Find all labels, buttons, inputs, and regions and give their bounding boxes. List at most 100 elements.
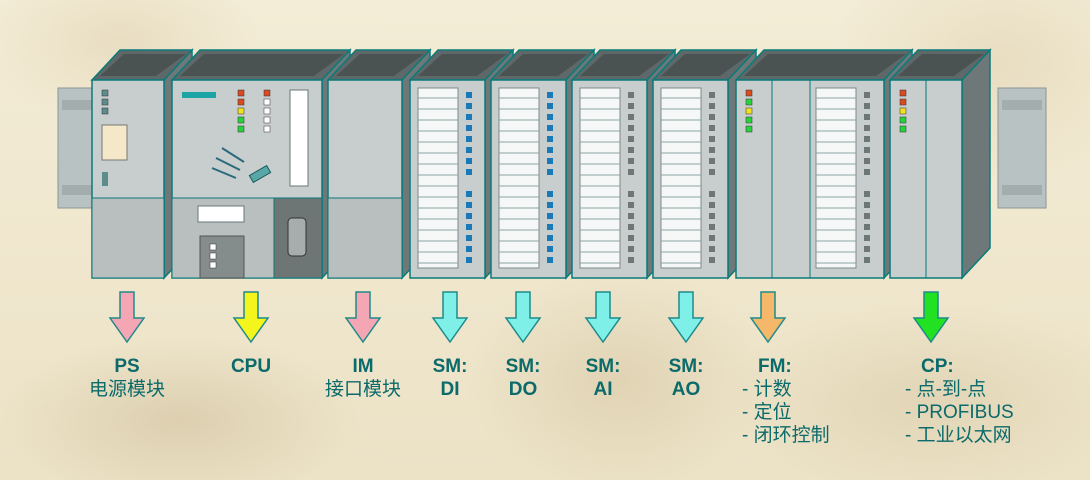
channel-led (709, 246, 715, 252)
channel-led (547, 136, 553, 142)
module-top-slot (898, 54, 984, 76)
status-led (899, 107, 907, 115)
channel-led (466, 158, 472, 164)
channel-led (709, 114, 715, 120)
channel-led (709, 235, 715, 241)
channel-led (547, 202, 553, 208)
label-strip (815, 87, 857, 269)
channel-led (628, 125, 634, 131)
channel-led (547, 169, 553, 175)
status-led (263, 98, 271, 106)
label-title: SM: (585, 356, 621, 377)
label-title: FM: (758, 356, 792, 377)
channel-led (547, 235, 553, 241)
channel-led (864, 125, 870, 131)
label-line: 接口模块 (324, 379, 401, 400)
rail-right-groove (1002, 100, 1042, 110)
label-title: SM: (432, 356, 468, 377)
label-title: SM: (505, 356, 541, 377)
status-led (899, 98, 907, 106)
module-ps (90, 48, 194, 280)
channel-led (628, 191, 634, 197)
status-led (745, 107, 753, 115)
label-title: SM: (668, 356, 704, 377)
module-top-slot (336, 54, 424, 76)
channel-led (466, 125, 472, 131)
channel-led (466, 147, 472, 153)
channel-led (466, 202, 472, 208)
label-line: - 定位 (742, 402, 792, 423)
channel-led (466, 103, 472, 109)
channel-led (547, 147, 553, 153)
key-icon (248, 164, 272, 184)
module-side (961, 48, 991, 280)
module-top-slot (661, 54, 750, 76)
channel-led (864, 202, 870, 208)
arrow-sm-di (431, 291, 469, 344)
status-led (263, 89, 271, 97)
channel-led (709, 125, 715, 131)
module-fm (734, 48, 914, 280)
channel-led (709, 213, 715, 219)
channel-led (709, 158, 715, 164)
label-strip (579, 87, 621, 269)
status-led (899, 89, 907, 97)
channel-led (709, 103, 715, 109)
memory-slot (289, 89, 309, 187)
channel-led (547, 213, 553, 219)
channel-led (864, 213, 870, 219)
mode-window (197, 205, 245, 223)
channel-led (547, 224, 553, 230)
channel-led (709, 136, 715, 142)
channel-led (628, 213, 634, 219)
channel-led (466, 235, 472, 241)
key-line (221, 147, 245, 163)
arrow-cpu (232, 291, 270, 344)
status-led (745, 116, 753, 124)
channel-led (547, 246, 553, 252)
channel-led (547, 191, 553, 197)
channel-led (864, 158, 870, 164)
label-strip (417, 87, 459, 269)
channel-led (709, 191, 715, 197)
channel-led (466, 213, 472, 219)
channel-led (709, 202, 715, 208)
status-led (209, 261, 217, 269)
cpu-logo-bar (182, 92, 216, 98)
module-top-slot (499, 54, 588, 76)
channel-led (628, 103, 634, 109)
label-title: IM (352, 356, 374, 377)
channel-led (547, 158, 553, 164)
arrow-fm (749, 291, 787, 344)
channel-led (547, 125, 553, 131)
rail-left-groove (62, 185, 94, 195)
channel-led (547, 114, 553, 120)
status-led (101, 89, 109, 97)
channel-led (628, 202, 634, 208)
channel-led (864, 257, 870, 263)
channel-led (628, 92, 634, 98)
channel-led (628, 246, 634, 252)
channel-led (628, 169, 634, 175)
channel-led (628, 147, 634, 153)
key-line (211, 167, 237, 179)
status-led (263, 116, 271, 124)
label-cpu: CPU (191, 355, 311, 378)
channel-led (864, 191, 870, 197)
module-top-slot (580, 54, 669, 76)
channel-led (864, 103, 870, 109)
channel-led (864, 246, 870, 252)
channel-led (864, 92, 870, 98)
arrow-ps (108, 291, 146, 344)
status-led (209, 252, 217, 260)
label-sm-ai: SM:AI (543, 355, 663, 401)
module-cpu (170, 48, 352, 280)
label-cp: CP:- 点-到-点- PROFIBUS- 工业以太网 (905, 355, 1014, 447)
status-led (237, 98, 245, 106)
channel-led (864, 114, 870, 120)
arrow-sm-do (504, 291, 542, 344)
label-line: AO (671, 379, 701, 400)
arrow-im (344, 291, 382, 344)
status-led (209, 243, 217, 251)
status-led (745, 89, 753, 97)
